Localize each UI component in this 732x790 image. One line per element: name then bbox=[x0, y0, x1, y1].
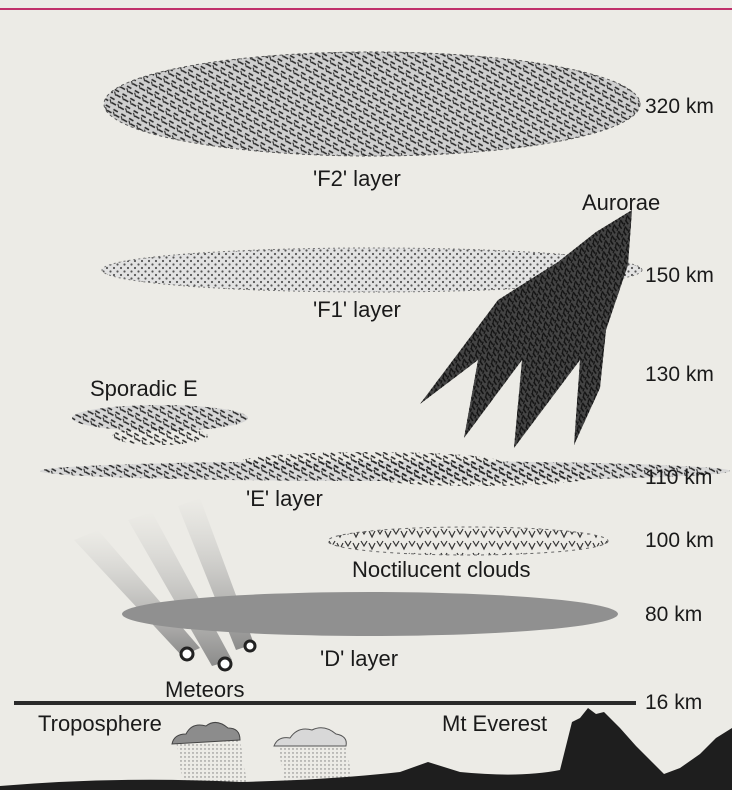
f2-layer-texture bbox=[104, 52, 640, 156]
meteor-head-3 bbox=[245, 641, 255, 651]
meteor-head-1 bbox=[181, 648, 193, 660]
altitude-320km: 320 km bbox=[645, 94, 714, 120]
troposphere-label: Troposphere bbox=[38, 711, 162, 737]
altitude-100km: 100 km bbox=[645, 528, 714, 554]
aurorae-texture bbox=[420, 210, 632, 448]
meteor-head-2 bbox=[219, 658, 231, 670]
rain-cloud-1 bbox=[172, 722, 240, 744]
f2-layer-label: 'F2' layer bbox=[313, 166, 401, 192]
f1-layer-label: 'F1' layer bbox=[313, 297, 401, 323]
sporadic-e-cloud-lower bbox=[112, 427, 208, 445]
meteors-label: Meteors bbox=[165, 677, 244, 703]
d-layer-label: 'D' layer bbox=[320, 646, 398, 672]
altitude-130km: 130 km bbox=[645, 362, 714, 388]
e-layer-bulge-b bbox=[370, 468, 590, 486]
rain-cloud-2 bbox=[274, 728, 346, 746]
altitude-110km: 110 km bbox=[645, 465, 712, 491]
sporadic-e-label: Sporadic E bbox=[90, 376, 198, 402]
e-layer-label: 'E' layer bbox=[246, 486, 323, 512]
noctilucent-clouds-label: Noctilucent clouds bbox=[352, 557, 531, 583]
aurorae-label: Aurorae bbox=[582, 190, 660, 216]
altitude-80km: 80 km bbox=[645, 602, 702, 628]
d-layer-cloud bbox=[122, 592, 618, 636]
altitude-150km: 150 km bbox=[645, 263, 714, 289]
altitude-16km: 16 km bbox=[645, 690, 702, 716]
mt-everest-label: Mt Everest bbox=[442, 711, 547, 737]
noctilucent-clouds-shape bbox=[328, 527, 608, 555]
